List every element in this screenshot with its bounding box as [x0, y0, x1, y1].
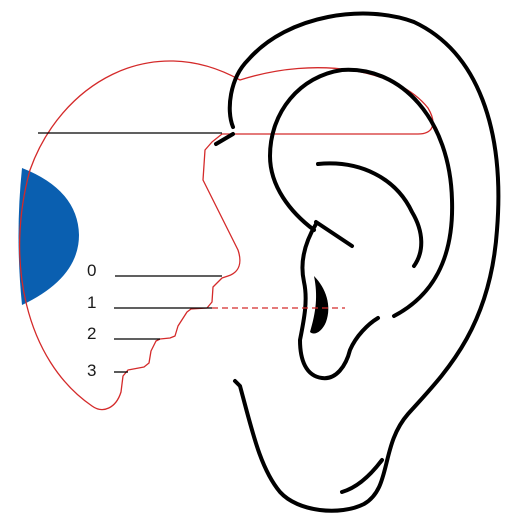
ear-canal	[310, 276, 328, 334]
device-outline	[20, 61, 433, 410]
level-label-1: 1	[87, 293, 96, 312]
antihelix-outline	[270, 70, 452, 316]
concha-curve	[318, 163, 421, 266]
tragus-outline	[300, 224, 378, 378]
level-label-0: 0	[87, 261, 96, 280]
blue-region	[19, 168, 80, 305]
level-label-2: 2	[87, 324, 96, 343]
level-label-3: 3	[87, 361, 96, 380]
lobe-fold	[342, 460, 382, 492]
helix-outline	[230, 14, 499, 511]
crus-fold	[316, 222, 352, 246]
helix-front-cut	[216, 134, 233, 144]
